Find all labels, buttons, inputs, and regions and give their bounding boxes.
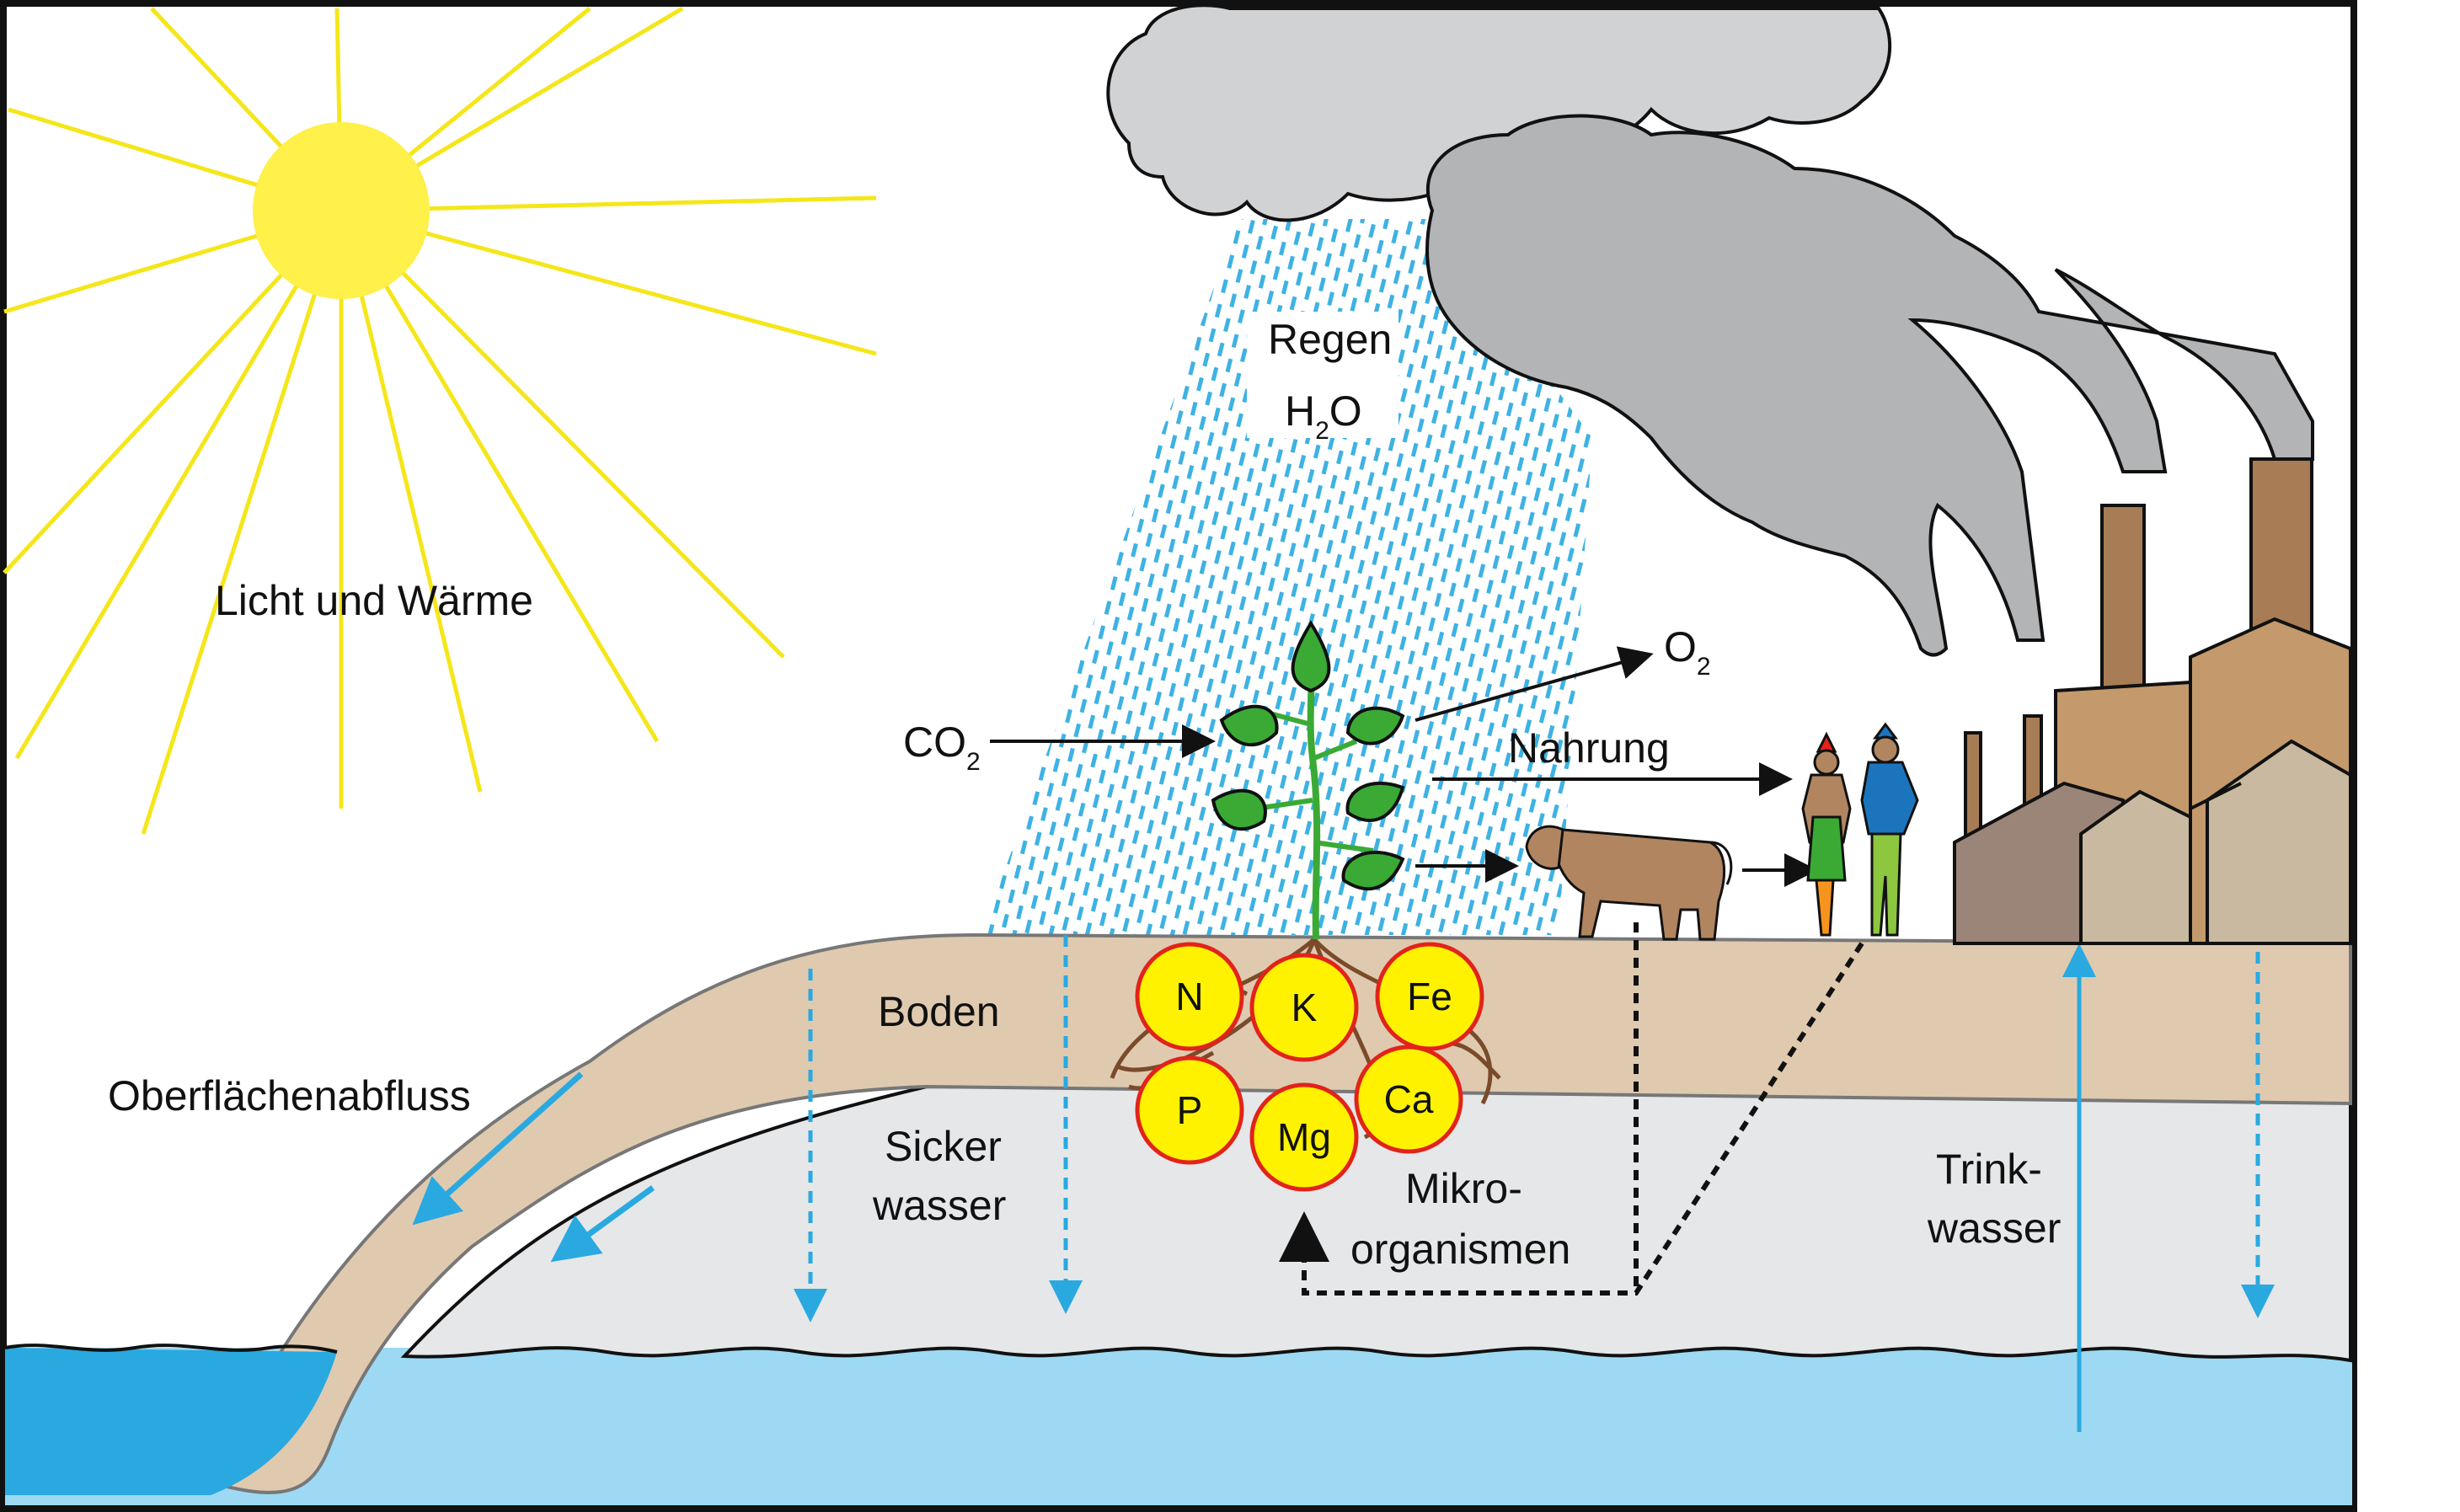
nutrient-Fe: Fe <box>1375 942 1484 1051</box>
rain-label: Regen <box>1268 316 1392 363</box>
rain-icon <box>981 219 1592 935</box>
light-label: Licht und Wärme <box>215 577 533 624</box>
drinking-label-1: Trink- <box>1936 1146 2042 1193</box>
factory-icon <box>1953 457 2352 945</box>
runoff-arrow <box>412 1071 584 1226</box>
svg-text:K: K <box>1292 986 1318 1029</box>
food-label: Nahrung <box>1508 724 1670 772</box>
soil-layer <box>208 932 2352 1494</box>
water-formula: H2O <box>1285 387 1362 445</box>
seepage-label-1: Sicker <box>885 1123 1002 1170</box>
soil-label: Boden <box>878 988 1000 1035</box>
svg-text:N: N <box>1175 975 1203 1018</box>
micro-label-2: organismen <box>1350 1226 1570 1273</box>
smoke-cloud-icon <box>1425 114 2314 657</box>
runoff-label: Oberflächenabfluss <box>108 1072 471 1119</box>
nutrient-P: P <box>1135 1055 1244 1165</box>
woman-icon <box>1801 731 1852 937</box>
man-icon <box>1860 722 1919 937</box>
o2-label: O2 <box>1664 623 1711 681</box>
co2-label: CO2 <box>903 719 981 776</box>
micro-label-1: Mikro- <box>1405 1165 1522 1212</box>
sun-icon <box>3 6 877 835</box>
microorganism-loop <box>1279 942 1864 1296</box>
svg-text:Fe: Fe <box>1407 975 1452 1018</box>
runoff-arrow <box>550 1185 655 1263</box>
seepage-label-2: wasser <box>872 1182 1006 1229</box>
nutrient-Mg: Mg <box>1249 1082 1359 1192</box>
nutrient-Ca: Ca <box>1354 1045 1463 1154</box>
groundwater-zone <box>400 1084 2352 1363</box>
aquifer <box>5 1348 2352 1505</box>
svg-text:Ca: Ca <box>1384 1077 1434 1121</box>
nutrient-N: N <box>1135 942 1244 1051</box>
nutrient-circles: N K Fe P Mg Ca <box>1135 942 1484 1192</box>
o2-arrow <box>1414 646 1654 722</box>
lake <box>5 1348 337 1495</box>
svg-text:Mg: Mg <box>1277 1115 1331 1159</box>
svg-text:P: P <box>1177 1088 1203 1132</box>
nutrient-K: K <box>1249 953 1359 1062</box>
cow-icon <box>1525 825 1733 941</box>
drinking-label-2: wasser <box>1927 1205 2061 1252</box>
cloud-icon <box>1106 3 1892 222</box>
plant-icon <box>1211 620 1405 940</box>
